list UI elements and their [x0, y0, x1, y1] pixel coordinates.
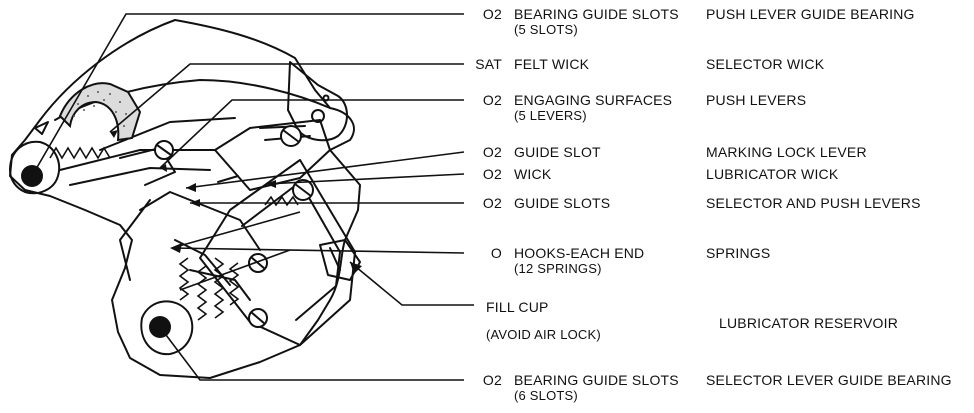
callout-code: O2 [482, 144, 502, 160]
callout-description-text: BEARING GUIDE SLOTS [514, 372, 679, 388]
callout-row-8: FILL CUP (AVOID AIR LOCK) LUBRICATOR RESE… [0, 300, 974, 360]
callout-detail: (12 SPRINGS) [514, 261, 602, 276]
leader-7b [171, 211, 301, 249]
spring-low-1 [178, 257, 190, 301]
leader-4 [185, 151, 465, 189]
callout-row-4: O2 GUIDE SLOT MARKING LOCK LEVER [0, 145, 974, 185]
leader-8 [349, 261, 474, 306]
callout-component: SELECTOR WICK [706, 56, 825, 72]
callout-row-5: O2 WICK LUBRICATOR WICK [0, 167, 974, 207]
lubricator-reservoir [199, 159, 356, 346]
spring-low-2 [196, 265, 208, 321]
callout-component: LUBRICATOR WICK [706, 166, 839, 182]
bottom-lug [140, 300, 194, 356]
callout-description-text: HOOKS-EACH END [514, 245, 645, 261]
callout-component: PUSH LEVERS [706, 92, 807, 108]
leader-2 [109, 63, 464, 133]
callout-description: GUIDE SLOTS [514, 195, 611, 211]
callout-description: HOOKS-EACH END(12 SPRINGS) [514, 245, 645, 277]
callout-row-2: SAT FELT WICK SELECTOR WICK [0, 57, 974, 97]
callout-code: O2 [482, 195, 502, 211]
callout-row-6: O2 GUIDE SLOTS SELECTOR AND PUSH LEVERS [0, 196, 974, 236]
leader-5 [265, 173, 465, 185]
callout-description: ENGAGING SURFACES(5 LEVERS) [514, 92, 673, 124]
callout-code: SAT [475, 56, 502, 72]
callout-component: SPRINGS [706, 245, 771, 261]
callout-detail: (5 LEVERS) [514, 108, 587, 123]
left-lug [9, 140, 60, 195]
callout-description: WICK [514, 166, 552, 182]
callout-row-9: O2 BEARING GUIDE SLOTS(6 SLOTS) SELECTOR… [0, 373, 974, 413]
spring-low-4 [228, 262, 240, 306]
callout-component: SELECTOR AND PUSH LEVERS [706, 195, 921, 211]
callout-detail: (AVOID AIR LOCK) [486, 327, 601, 342]
callout-description: FILL CUP (AVOID AIR LOCK) [486, 299, 601, 343]
frame-outline [9, 19, 361, 379]
leader-1 [31, 13, 464, 177]
callout-description: GUIDE SLOT [514, 144, 601, 160]
callout-description: BEARING GUIDE SLOTS(6 SLOTS) [514, 372, 679, 404]
callout-row-1: O2 BEARING GUIDE SLOTS(5 SLOTS) PUSH LEV… [0, 7, 974, 47]
leader-7a [171, 247, 465, 254]
leader-9 [159, 326, 464, 381]
leader-7c [179, 249, 291, 291]
callout-description: BEARING GUIDE SLOTS(5 SLOTS) [514, 6, 679, 38]
marking-lock-lever [214, 119, 331, 191]
callout-row-7: O HOOKS-EACH END(12 SPRINGS) SPRINGS [0, 246, 974, 286]
spring-upper [49, 146, 111, 160]
callout-code: O2 [482, 6, 502, 22]
mechanism-drawing [9, 13, 474, 381]
spring-mid [264, 195, 299, 207]
callout-code: O2 [482, 92, 502, 108]
callout-code: O2 [482, 166, 502, 182]
callout-description-text: FILL CUP [486, 299, 549, 315]
callout-component: LUBRICATOR RESERVOIR [719, 315, 899, 331]
callout-detail: (6 SLOTS) [514, 388, 578, 403]
leader-3 [159, 99, 464, 169]
callout-component: MARKING LOCK LEVER [706, 144, 867, 160]
spring-low-3 [213, 257, 225, 319]
callout-description-text: ENGAGING SURFACES [514, 92, 673, 108]
callout-detail: (5 SLOTS) [514, 22, 578, 37]
callout-code: O [490, 245, 502, 261]
callout-description: FELT WICK [514, 56, 590, 72]
callout-component: SELECTOR LEVER GUIDE BEARING [706, 372, 952, 388]
callout-row-3: O2 ENGAGING SURFACES(5 LEVERS) PUSH LEVE… [0, 93, 974, 133]
callout-component: PUSH LEVER GUIDE BEARING [706, 6, 915, 22]
callout-code: O2 [482, 372, 502, 388]
callout-description-text: BEARING GUIDE SLOTS [514, 6, 679, 22]
